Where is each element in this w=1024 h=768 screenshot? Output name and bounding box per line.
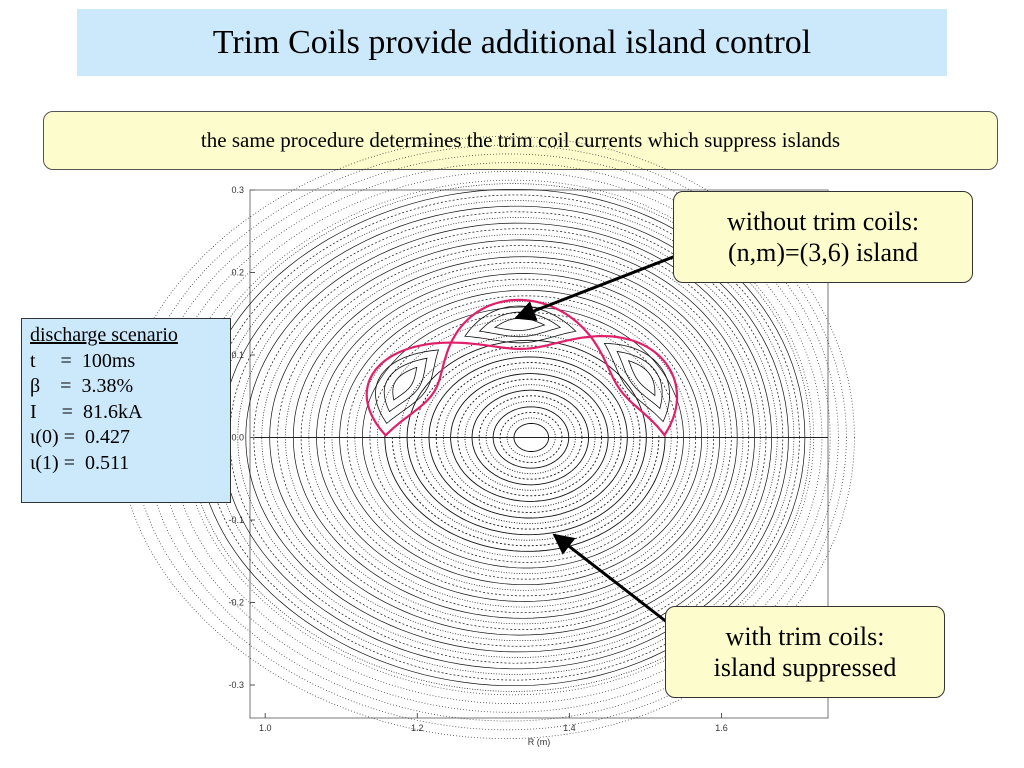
flux-surface [213, 200, 795, 675]
x-tick-label: 1.6 [715, 723, 728, 733]
discharge-scenario-box: discharge scenario t = 100ms β = 3.38% I… [21, 318, 231, 503]
island-surface [383, 357, 428, 413]
y-tick-label: -0.1 [228, 515, 244, 525]
island-surface [392, 366, 418, 401]
scenario-row-iota0: ι(0) = 0.427 [30, 426, 130, 448]
arrow-to-suppressed [552, 533, 673, 628]
flux-surface [323, 278, 714, 597]
y-tick-label: 0.3 [231, 185, 244, 195]
y-tick-label: -0.3 [228, 680, 244, 690]
island-band [380, 318, 670, 436]
flux-surface [253, 228, 767, 647]
subtitle-text: the same procedure determines the trim c… [200, 128, 841, 152]
scenario-row-current: I = 81.6kA [30, 400, 143, 423]
x-tick-label: 1.2 [411, 723, 424, 733]
edge-surface [170, 170, 823, 705]
x-tick-label: 1.0 [259, 723, 272, 733]
island-surface [627, 360, 656, 397]
scenario-row-t: t = 100ms [30, 349, 136, 372]
flux-surface [435, 362, 622, 513]
y-tick-label: 0.0 [231, 433, 244, 443]
flux-surface [308, 267, 726, 608]
scenario-row-iota1: ι(1) = 0.511 [30, 451, 130, 474]
callout-bottom-line2: island suppressed [713, 653, 897, 682]
callout-top-line2: (n,m)=(3,6) island [727, 238, 919, 267]
flux-surface [443, 367, 615, 508]
y-tick-label: -0.2 [228, 598, 244, 608]
flux-surface [188, 183, 811, 692]
flux-surface [245, 222, 772, 653]
subtitle-box: the same procedure determines the trim c… [43, 111, 998, 170]
island-surface [375, 349, 440, 424]
callout-without-trim-coils: without trim coils: (n,m)=(3,6) island [673, 191, 973, 283]
slide-title-text: Trim Coils provide additional island con… [212, 23, 812, 61]
flux-surface [354, 301, 690, 574]
x-axis-label: R (m) [528, 737, 551, 747]
scenario-row-beta: β = 3.38% [30, 375, 134, 397]
flux-surface [237, 217, 778, 658]
flux-surface [478, 395, 583, 480]
y-tick-label: 0.1 [231, 350, 244, 360]
scenario-heading: discharge scenario [30, 324, 178, 346]
flux-surface [464, 384, 596, 491]
callout-top-line1: without trim coils: [726, 207, 920, 236]
callout-bottom-line1: with trim coils: [725, 622, 885, 651]
callout-with-trim-coils: with trim coils: island suppressed [665, 606, 945, 698]
flux-surface [485, 400, 576, 475]
y-tick-label: 0.2 [231, 268, 244, 278]
slide-title: Trim Coils provide additional island con… [77, 9, 947, 76]
island-separatrix [365, 341, 453, 438]
island-surface [616, 350, 663, 410]
arrow-to-island [514, 250, 687, 321]
x-tick-label: 1.4 [563, 723, 576, 733]
island-surface [603, 342, 670, 423]
